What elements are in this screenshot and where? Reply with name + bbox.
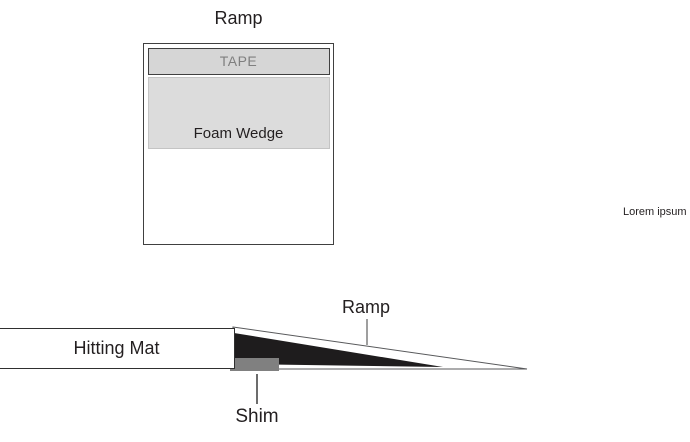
foam-wedge-area: Foam Wedge [147, 76, 330, 149]
side-view-ramp-label: Ramp [341, 297, 390, 317]
shim-shape [230, 358, 279, 371]
tape-label: TAPE [219, 53, 258, 69]
shim-label: Shim [235, 406, 279, 427]
lorem-ipsum-note: Lorem ipsum [623, 206, 687, 218]
hitting-mat-label: Hitting Mat [73, 338, 160, 358]
foam-wedge-label: Foam Wedge [193, 124, 284, 142]
tape-strip: TAPE [147, 47, 330, 75]
black-wedge-shape [234, 333, 443, 367]
overhead-ramp-box: TAPE Foam Wedge [143, 43, 334, 245]
overhead-ramp-title: Ramp [214, 8, 263, 28]
hitting-mat-box: Hitting Mat [0, 328, 235, 369]
